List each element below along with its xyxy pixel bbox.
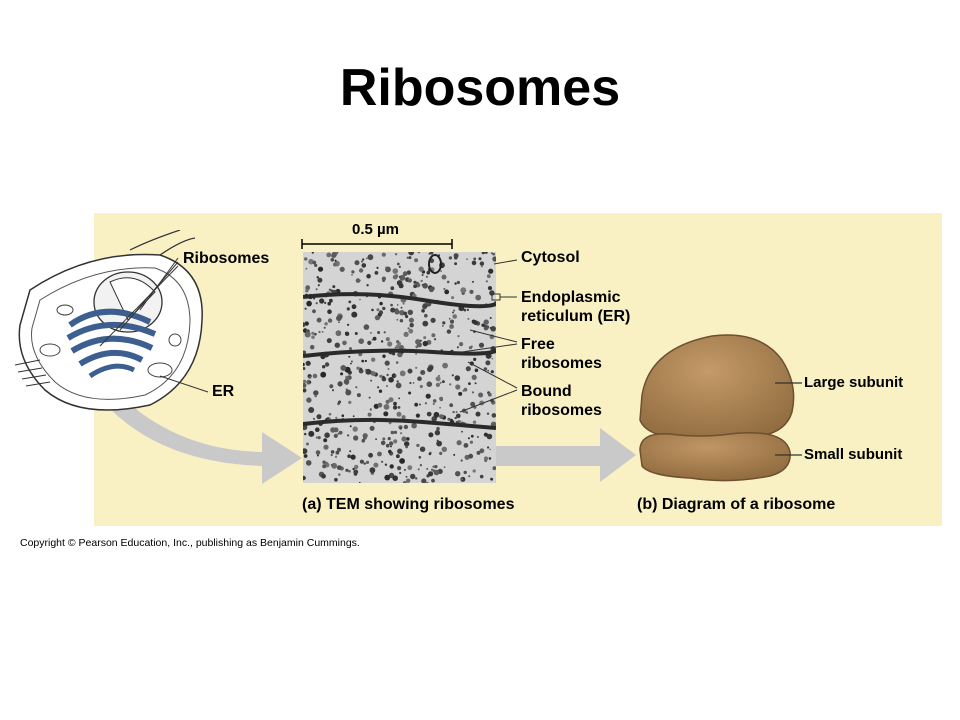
label-free-ribosomes: Free ribosomes bbox=[521, 335, 602, 373]
label-er-line2: reticulum (ER) bbox=[521, 308, 631, 325]
label-er-full: Endoplasmic reticulum (ER) bbox=[521, 288, 630, 326]
cell-illustration bbox=[14, 230, 203, 411]
caption-b: (b) Diagram of a ribosome bbox=[637, 496, 836, 513]
label-small-subunit: Small subunit bbox=[804, 446, 903, 463]
label-free-line2: ribosomes bbox=[521, 355, 602, 372]
tem-micrograph bbox=[303, 252, 496, 483]
label-cytosol: Cytosol bbox=[521, 249, 580, 266]
label-bound-line2: ribosomes bbox=[521, 402, 602, 419]
label-bound-ribosomes: Bound ribosomes bbox=[521, 382, 602, 420]
label-ribosomes: Ribosomes bbox=[183, 250, 270, 267]
label-large-subunit: Large subunit bbox=[804, 374, 904, 391]
label-bound-line1: Bound bbox=[521, 383, 572, 400]
page-title: Ribosomes bbox=[339, 59, 621, 117]
caption-a: (a) TEM showing ribosomes bbox=[302, 496, 515, 513]
label-free-line1: Free bbox=[521, 336, 555, 353]
label-er-line1: Endoplasmic bbox=[521, 289, 621, 306]
label-er: ER bbox=[212, 383, 235, 400]
scale-bar-label: 0.5 µm bbox=[352, 221, 399, 238]
copyright-notice: Copyright © Pearson Education, Inc., pub… bbox=[20, 537, 360, 549]
